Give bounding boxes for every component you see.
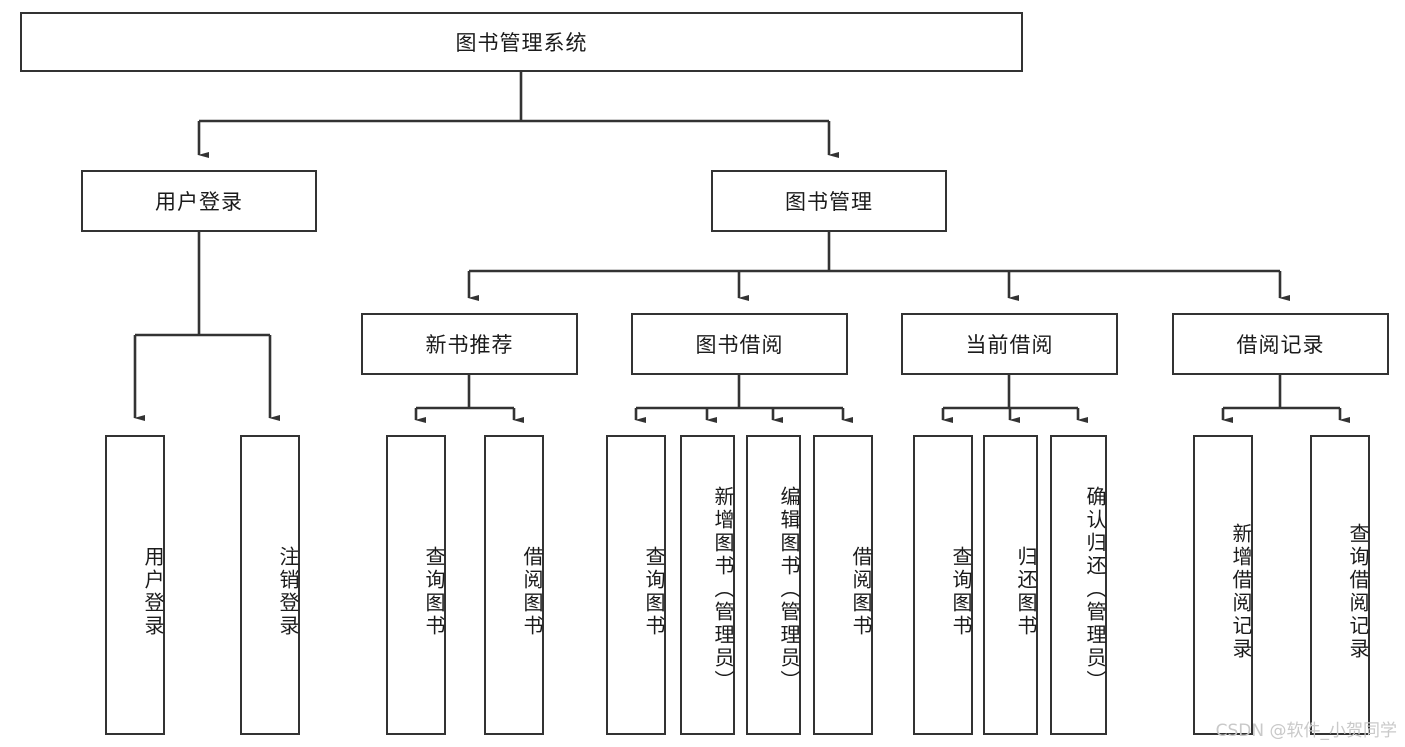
leaf-borrow-book-recommend-label: 借阅图书: [520, 546, 544, 638]
node-new-book-recommend[interactable]: 新书推荐: [361, 313, 578, 375]
leaf-query-book-recommend[interactable]: 查询图书: [386, 435, 446, 735]
node-book-management[interactable]: 图书管理: [711, 170, 947, 232]
leaf-query-book-recommend-label: 查询图书: [422, 546, 446, 638]
node-root-label: 图书管理系统: [455, 31, 588, 55]
leaf-user-login[interactable]: 用户登录: [105, 435, 165, 735]
node-current-borrow-label: 当前借阅: [965, 333, 1054, 357]
node-book-borrow-label: 图书借阅: [695, 333, 784, 357]
leaf-query-borrow-record[interactable]: 查询借阅记录: [1310, 435, 1370, 735]
leaf-user-login-label: 用户登录: [141, 546, 165, 638]
node-root[interactable]: 图书管理系统: [20, 12, 1023, 72]
csdn-watermark: CSDN @软件_小贺同学: [1215, 721, 1397, 741]
leaf-add-borrow-record[interactable]: 新增借阅记录: [1193, 435, 1253, 735]
node-current-borrow[interactable]: 当前借阅: [901, 313, 1118, 375]
leaf-query-book-borrow[interactable]: 查询图书: [606, 435, 666, 735]
leaf-return-book-label: 归还图书: [1014, 546, 1038, 638]
node-user-login-label: 用户登录: [155, 190, 243, 214]
leaf-add-book-admin[interactable]: 新增图书（管理员）: [680, 435, 735, 735]
node-new-book-recommend-label: 新书推荐: [425, 333, 514, 357]
leaf-query-book-current[interactable]: 查询图书: [913, 435, 973, 735]
leaf-logout[interactable]: 注销登录: [240, 435, 300, 735]
leaf-add-borrow-record-label: 新增借阅记录: [1229, 523, 1253, 661]
leaf-query-borrow-record-label: 查询借阅记录: [1346, 523, 1370, 661]
node-book-management-label: 图书管理: [785, 190, 873, 214]
leaf-query-book-current-label: 查询图书: [949, 546, 973, 638]
leaf-confirm-return-admin[interactable]: 确认归还（管理员）: [1050, 435, 1107, 735]
leaf-borrow-book-label: 借阅图书: [849, 546, 873, 638]
leaf-borrow-book[interactable]: 借阅图书: [813, 435, 873, 735]
leaf-edit-book-admin[interactable]: 编辑图书（管理员）: [746, 435, 801, 735]
leaf-query-book-borrow-label: 查询图书: [642, 546, 666, 638]
node-borrow-record[interactable]: 借阅记录: [1172, 313, 1389, 375]
leaf-borrow-book-recommend[interactable]: 借阅图书: [484, 435, 544, 735]
node-user-login[interactable]: 用户登录: [81, 170, 317, 232]
leaf-edit-book-admin-label: 编辑图书（管理员）: [777, 485, 801, 693]
node-book-borrow[interactable]: 图书借阅: [631, 313, 848, 375]
node-borrow-record-label: 借阅记录: [1236, 333, 1325, 357]
leaf-return-book[interactable]: 归还图书: [983, 435, 1038, 735]
leaf-confirm-return-admin-label: 确认归还（管理员）: [1083, 485, 1107, 693]
leaf-add-book-admin-label: 新增图书（管理员）: [711, 485, 735, 693]
leaf-logout-label: 注销登录: [276, 546, 300, 638]
